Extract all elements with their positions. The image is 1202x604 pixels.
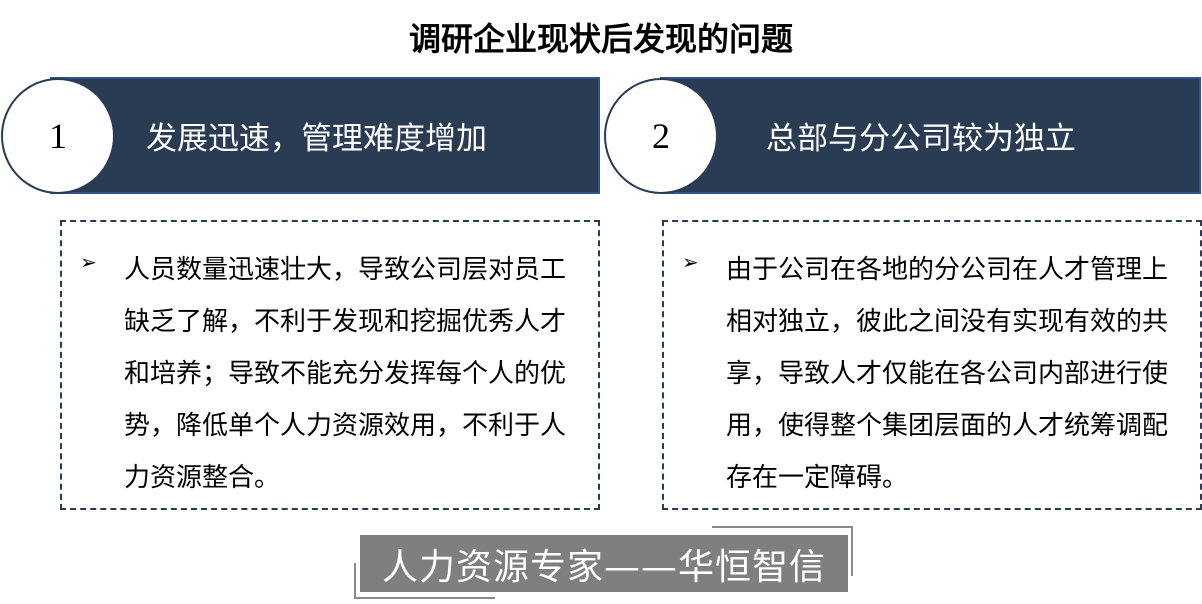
footer-banner: 人力资源专家——华恒智信 xyxy=(360,535,848,592)
arrow-bullet-icon: ➢ xyxy=(682,250,699,274)
problem-2-number: 2 xyxy=(604,78,718,194)
problem-1-text: 人员数量迅速壮大，导致公司层对员工缺乏了解，不利于发现和挖掘优秀人才和培养；导致… xyxy=(124,255,567,493)
page-title: 调研企业现状后发现的问题 xyxy=(408,20,793,58)
problem-2-heading: 总部与分公司较为独立 xyxy=(766,121,1076,157)
problem-1-header: 发展迅速，管理难度增加 xyxy=(50,77,600,194)
footer-bracket-top xyxy=(712,526,853,528)
footer-bracket-right xyxy=(851,526,853,576)
problem-1-number: 1 xyxy=(1,78,115,194)
footer-bracket-left xyxy=(354,563,356,599)
footer-bracket-bottom xyxy=(354,597,495,599)
problem-2-header: 总部与分公司较为独立 xyxy=(660,77,1201,194)
problem-2-detail: ➢ 由于公司在各地的分公司在人才管理上相对独立，彼此之间没有实现有效的共享，导致… xyxy=(662,220,1202,510)
problem-2-text: 由于公司在各地的分公司在人才管理上相对独立，彼此之间没有实现有效的共享，导致人才… xyxy=(726,255,1169,493)
arrow-bullet-icon: ➢ xyxy=(80,250,97,274)
problem-1-heading: 发展迅速，管理难度增加 xyxy=(146,121,487,157)
problem-1-detail: ➢ 人员数量迅速壮大，导致公司层对员工缺乏了解，不利于发现和挖掘优秀人才和培养；… xyxy=(60,220,600,510)
